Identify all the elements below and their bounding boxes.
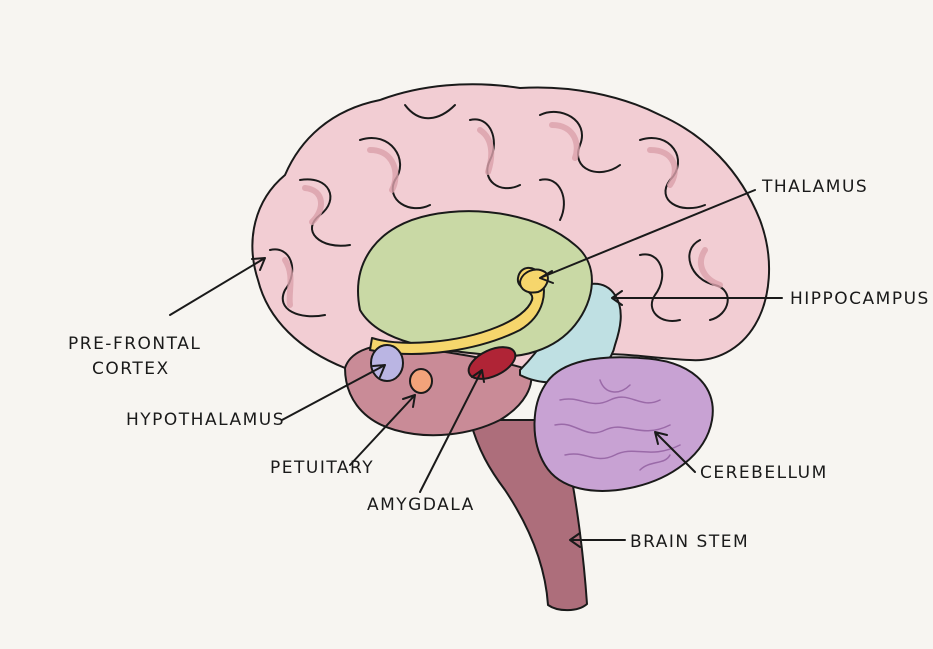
pointer-lines: [169, 189, 783, 548]
pituitary: [409, 368, 433, 394]
label-brain-stem: BRAIN STEM: [630, 532, 750, 552]
yellow-band: [369, 266, 545, 355]
cerebellum-folds: [554, 379, 681, 471]
label-thalamus: THALAMUS: [762, 177, 869, 197]
label-hypothalamus: HYPOTHALAMUS: [126, 410, 285, 430]
label-amygdala: AMYGDALA: [367, 495, 475, 515]
label-pituitary: PETUITARY: [270, 458, 375, 478]
hypothalamus: [370, 344, 404, 382]
thalamus: [519, 268, 549, 294]
label-cerebellum: CEREBELLUM: [700, 463, 828, 483]
label-prefrontal-line1: PRE-FRONTAL: [68, 334, 202, 354]
label-prefrontal-line2: CORTEX: [92, 359, 170, 379]
label-hippocampus: HIPPOCAMPUS: [790, 289, 930, 309]
